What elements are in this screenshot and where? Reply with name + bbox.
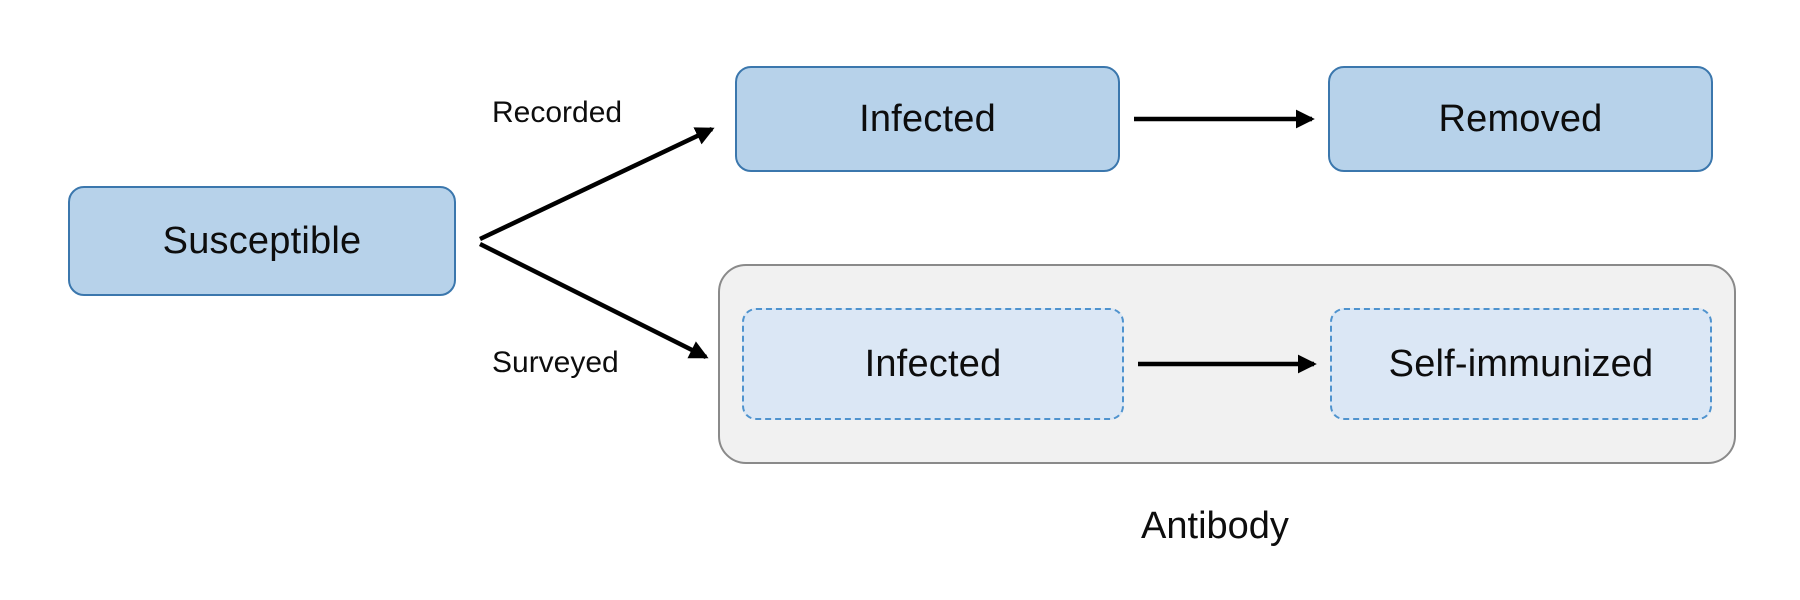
node-infected-surveyed: Infected <box>742 308 1124 420</box>
node-self-immunized: Self-immunized <box>1330 308 1712 420</box>
edge-label-surveyed: Surveyed <box>492 346 619 379</box>
node-infected-recorded: Infected <box>735 66 1120 172</box>
edge-surveyed-arrow <box>478 241 709 360</box>
node-removed: Removed <box>1328 66 1713 172</box>
edge-recorded-arrow <box>479 126 715 242</box>
antibody-group-label: Antibody <box>1141 505 1289 547</box>
edge-label-recorded: Recorded <box>492 96 623 129</box>
node-susceptible: Susceptible <box>68 186 456 296</box>
